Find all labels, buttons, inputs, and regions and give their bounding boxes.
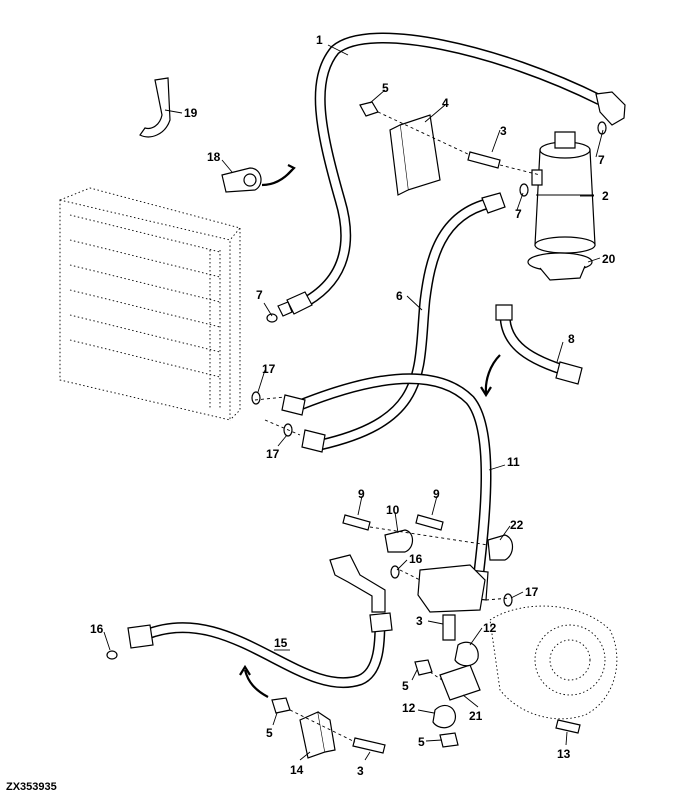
- bracket-14: [299, 711, 336, 759]
- bracket-21: [439, 664, 481, 701]
- callout-3-mid: 3: [416, 614, 423, 628]
- callout-13: 13: [557, 747, 571, 761]
- callout-3-low: 3: [357, 764, 364, 778]
- receiver-drier: [531, 131, 596, 254]
- callout-17-lower: 17: [266, 447, 280, 461]
- callout-2: 2: [602, 189, 609, 203]
- condenser-core: [59, 187, 241, 421]
- bolt-9-right: [415, 514, 444, 531]
- callout-16-mid: 16: [409, 552, 423, 566]
- bracket-22: [487, 534, 514, 561]
- clamp-12-lower: [432, 705, 457, 729]
- leader-lines: [103, 44, 604, 761]
- callout-17-upper: 17: [262, 362, 276, 376]
- assembly-lines: [254, 111, 541, 743]
- callout-1: 1: [316, 33, 323, 47]
- o-rings: [106, 121, 607, 660]
- callout-9-left: 9: [358, 487, 365, 501]
- callout-4: 4: [442, 96, 449, 110]
- callout-5-low: 5: [418, 735, 425, 749]
- callout-12-lower: 12: [402, 701, 416, 715]
- nut-5-low: [439, 732, 459, 748]
- bracket-10: [384, 529, 414, 553]
- clamp-18: [221, 167, 262, 193]
- nut-5-mid: [414, 659, 433, 676]
- callout-8: 8: [568, 332, 575, 346]
- callout-7-left: 7: [256, 288, 263, 302]
- drier-strap: [527, 252, 593, 281]
- hose-15: [127, 554, 393, 688]
- bolt-3-mid: [442, 614, 456, 641]
- callout-18: 18: [207, 150, 221, 164]
- compressor-manifold: [417, 564, 486, 613]
- callout-17-right: 17: [525, 585, 539, 599]
- callout-7-drier: 7: [515, 207, 522, 221]
- callout-12-upper: 12: [483, 621, 497, 635]
- callout-19: 19: [184, 106, 198, 120]
- callout-3-top: 3: [500, 124, 507, 138]
- figure-id: ZX353935: [6, 781, 57, 793]
- hose-8: [495, 304, 583, 385]
- callout-20: 20: [602, 252, 616, 266]
- strap-19: [139, 77, 171, 138]
- compressor: [489, 605, 618, 720]
- callout-labels: 1 2 3 4 5 7 19 18 7 20 6 7 8 17 17 11 9 …: [90, 33, 616, 778]
- callout-14: 14: [290, 763, 304, 777]
- bolt-13: [555, 719, 581, 734]
- clamp-12-upper: [454, 641, 479, 667]
- callout-7-top: 7: [598, 153, 605, 167]
- hose-1: [277, 32, 626, 317]
- callout-10: 10: [386, 503, 400, 517]
- bolt-9-left: [342, 514, 371, 531]
- bolt-3-low: [352, 737, 386, 754]
- callout-5-top: 5: [382, 81, 389, 95]
- callout-5-mid: 5: [402, 679, 409, 693]
- hose-6: [301, 192, 506, 453]
- bracket-4: [389, 114, 441, 196]
- nut-5-left: [271, 697, 291, 714]
- bolt-3-top: [467, 151, 501, 169]
- callout-11: 11: [507, 455, 520, 469]
- callout-5-left: 5: [266, 726, 273, 740]
- callout-9-right: 9: [433, 487, 440, 501]
- callout-21: 21: [469, 709, 483, 723]
- callout-22: 22: [510, 518, 524, 532]
- nut-5-top: [359, 101, 379, 117]
- callout-16-left: 16: [90, 622, 104, 636]
- direction-arrows: [239, 164, 501, 698]
- callout-6: 6: [396, 289, 403, 303]
- callout-15: 15: [274, 636, 288, 650]
